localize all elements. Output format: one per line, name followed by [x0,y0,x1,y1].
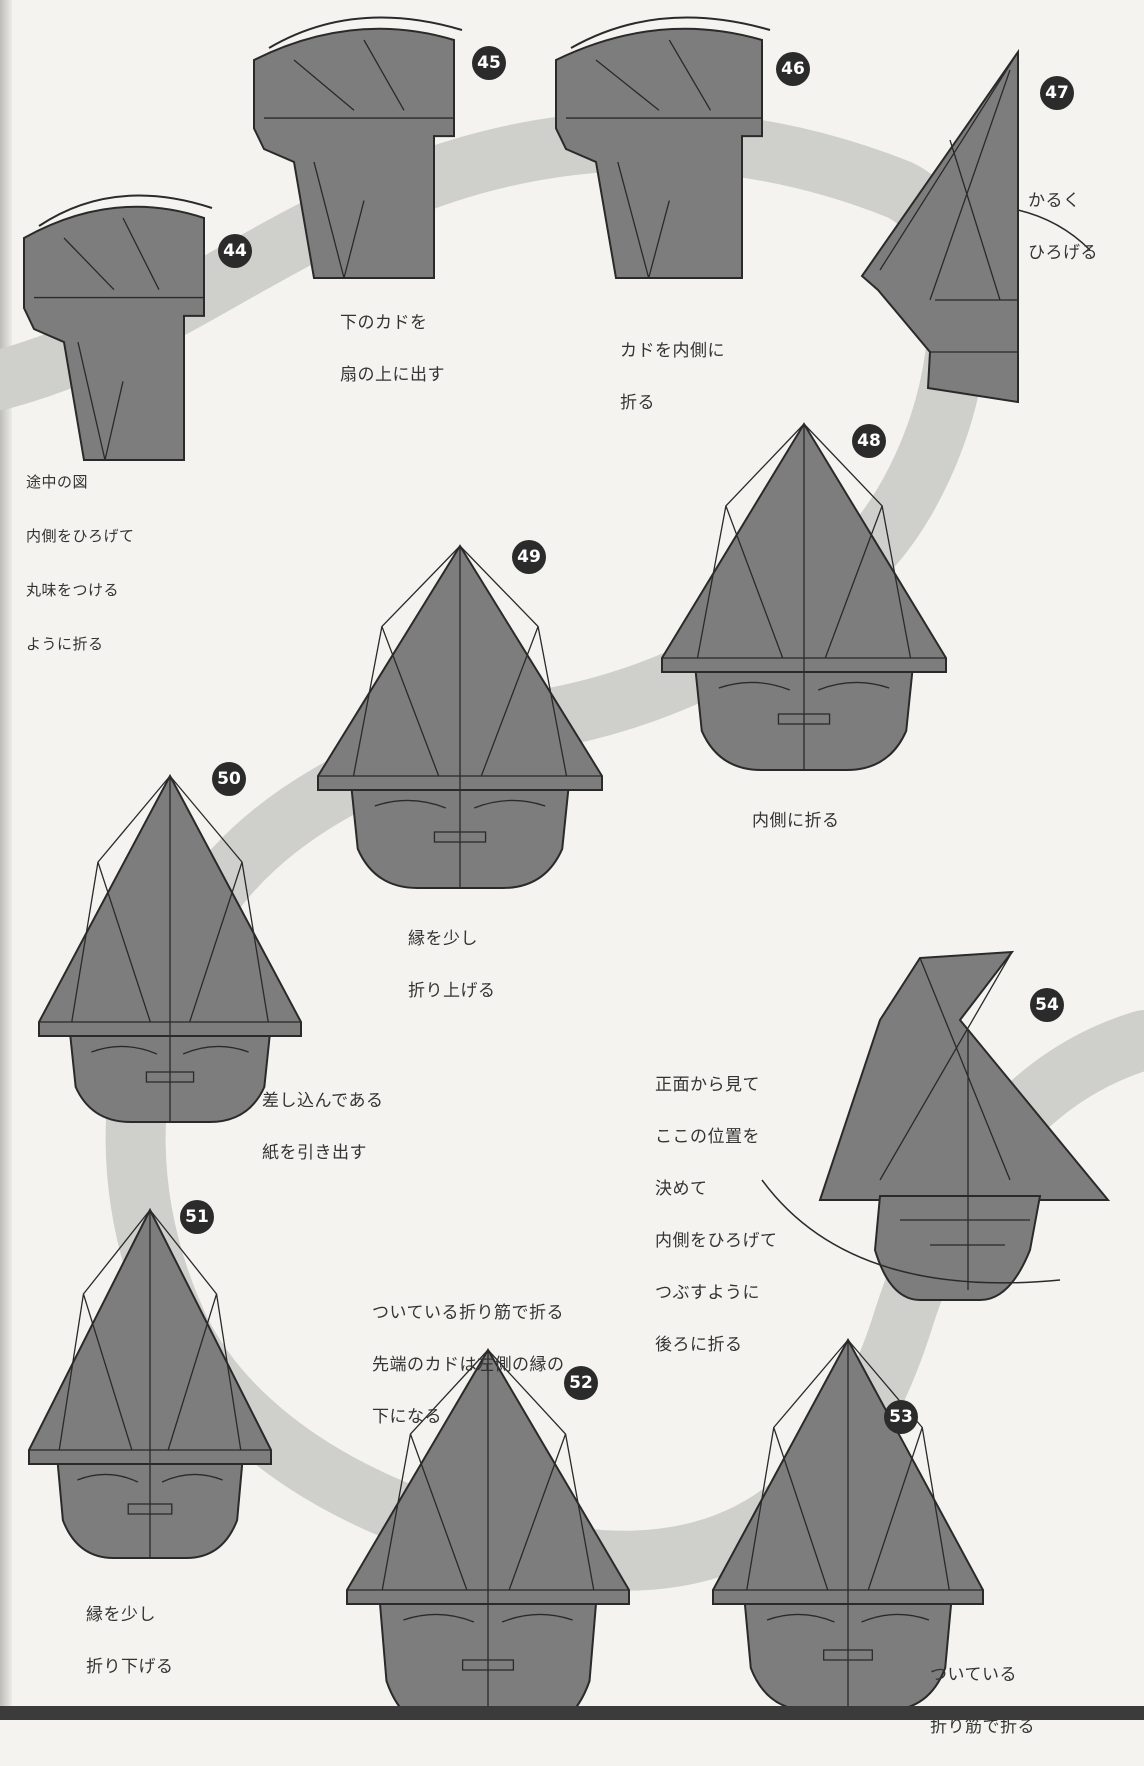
origami-diagram-art [0,16,1144,1720]
step-number-51: 51 [180,1200,214,1234]
step-number-49: 49 [512,540,546,574]
caption-line: 折り上げる [408,981,496,1001]
caption-line: 縁を少し [86,1605,156,1625]
figure-step-46-crease-lines [566,39,762,279]
step-number-52: 52 [564,1366,598,1400]
step-number-50: 50 [212,762,246,796]
caption-step-44: 途中の図 内側をひろげて 丸味をつける ように折る [26,442,135,685]
caption-line: ここの位置を [655,1127,760,1147]
page-bottom-border [0,1706,1144,1720]
caption-line: 後ろに折る [655,1335,743,1355]
step-number-48: 48 [852,424,886,458]
figure-step-44-arc-line [38,194,213,227]
step-number-54: 54 [1030,988,1064,1022]
caption-line: ついている [930,1665,1017,1685]
caption-line: 内側に折る [752,811,840,831]
step-number-44: 44 [218,234,252,268]
caption-step-49: 縁を少し 折り上げる [408,900,496,1030]
figure-step-47-body [860,48,1019,404]
caption-line: 丸味をつける [26,581,120,599]
caption-line: 内側をひろげて [655,1231,778,1251]
caption-line: 紙を引き出す [262,1143,367,1163]
step-number-47: 47 [1040,76,1074,110]
caption-step-52: ついている折り筋で折る 先端のカドは左側の縁の 下になる [372,1274,565,1456]
figure-step-52-face-details [403,1604,573,1720]
caption-step-48: 内側に折る [752,782,840,860]
caption-line: カドを内側に [620,341,725,361]
figure-step-54-crease-lines [879,951,1030,1290]
figure-step-51-face-details [77,1464,223,1558]
caption-step-45: 下のカドを 扇の上に出す [340,284,445,414]
page-edge-shadow [0,0,12,1720]
figure-step-44-body [23,205,205,461]
figure-step-50-crease-lines [39,775,301,1036]
caption-line: 扇の上に出す [340,365,445,385]
caption-step-46: カドを内側に 折る [620,312,725,442]
step-number-46: 46 [776,52,810,86]
caption-line: 決めて [655,1179,708,1199]
caption-step-53: ついている 折り筋で折る [930,1636,1035,1766]
step-number-45: 45 [472,46,506,80]
figure-step-46-body [555,27,763,279]
figure-step-53-crease-lines [713,1339,983,1604]
caption-line: 先端のカドは左側の縁の [372,1355,565,1375]
figure-step-46-arc-line [570,16,771,49]
figure-step-53-face-details [766,1604,930,1710]
caption-line: 差し込んである [262,1091,384,1111]
caption-step-51: 縁を少し 折り下げる [86,1576,174,1706]
step-number-53: 53 [884,1400,918,1434]
caption-line: かるく [1028,191,1081,211]
caption-step-47: かるく ひろげる [1028,162,1098,292]
figure-step-48-face-details [718,672,890,770]
caption-line: 内側をひろげて [26,527,135,545]
caption-line: 正面から見て [655,1075,760,1095]
figure-step-45-body [253,27,455,279]
figure-step-54-face [873,1195,1042,1301]
caption-line: 下のカドを [340,313,428,333]
figure-step-47-arrow [1017,209,1091,251]
caption-line: 下になる [372,1407,442,1427]
figure-step-45-crease-lines [264,39,454,279]
figure-step-48-crease-lines [662,423,946,672]
caption-line: ついている折り筋で折る [372,1303,564,1323]
figure-step-44-crease-lines [34,217,204,461]
figure-step-51-crease-lines [29,1209,271,1464]
caption-line: ように折る [26,635,104,653]
figure-step-54-arrow [761,1179,1061,1284]
caption-line: 途中の図 [26,473,89,491]
figure-step-52-crease-lines [347,1349,629,1604]
figure-step-47-crease-lines [879,51,1019,353]
figure-step-45-arc-line [268,16,463,49]
figure-step-50-face-details [91,1036,249,1122]
figure-step-49-face-details [374,790,546,888]
caption-line: 縁を少し [408,929,478,949]
caption-line: ひろげる [1028,243,1098,263]
caption-step-50: 差し込んである 紙を引き出す [262,1062,383,1192]
caption-line: つぶすように [655,1283,760,1303]
caption-line: 折り下げる [86,1657,174,1677]
caption-step-54: 正面から見て ここの位置を 決めて 内側をひろげて つぶすように 後ろに折る [655,1046,778,1384]
caption-line: 折る [620,393,655,413]
figure-step-49-crease-lines [318,545,602,790]
